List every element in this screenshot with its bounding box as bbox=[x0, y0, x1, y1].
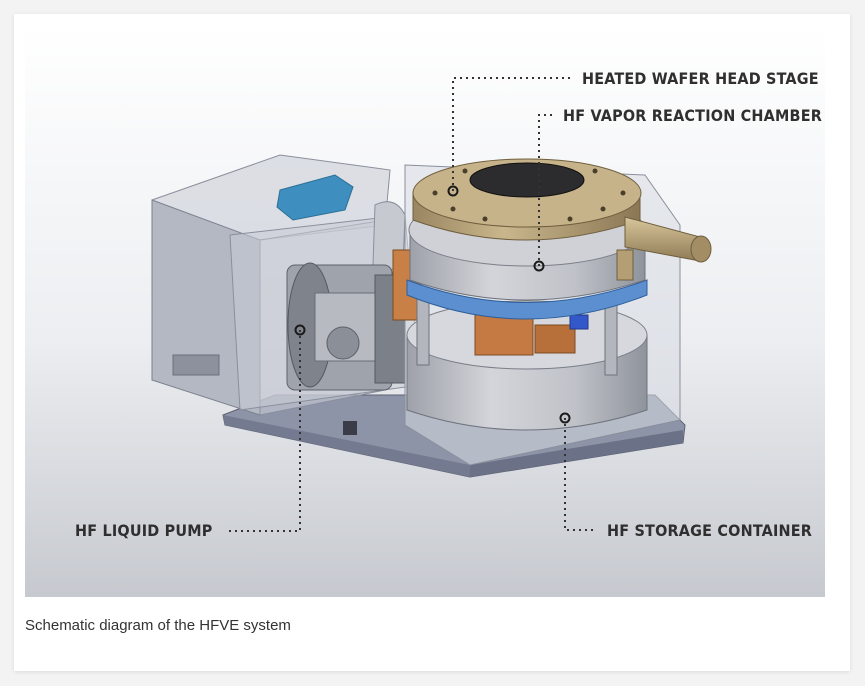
wafer-disc bbox=[469, 162, 585, 198]
leader-lines bbox=[225, 77, 597, 532]
hfve-schematic-figure: HEATED WAFER HEAD STAGE HF VAPOR REACTIO… bbox=[25, 25, 825, 597]
label-heated-wafer-head-stage: HEATED WAFER HEAD STAGE bbox=[582, 69, 819, 88]
callout-markers bbox=[294, 185, 571, 424]
hfve-schematic-svg: HEATED WAFER HEAD STAGE HF VAPOR REACTIO… bbox=[25, 25, 825, 597]
pump-motor-part bbox=[276, 174, 354, 221]
marker-hf-liquid-pump bbox=[294, 324, 306, 336]
switch-icon bbox=[343, 421, 357, 435]
marker-hf-vapor-reaction-chamber bbox=[533, 260, 545, 272]
label-hf-storage-container: HF STORAGE CONTAINER bbox=[607, 521, 812, 540]
leader-hf-vapor-reaction-chamber bbox=[538, 114, 555, 266]
leader-heated-wafer-head-stage bbox=[452, 77, 572, 191]
leader-hf-storage-container bbox=[564, 418, 597, 531]
pump-housing bbox=[229, 201, 421, 411]
label-hf-vapor-reaction-chamber: HF VAPOR REACTION CHAMBER bbox=[563, 106, 822, 125]
leader-hf-liquid-pump bbox=[225, 330, 301, 532]
marker-hf-storage-container bbox=[559, 412, 571, 424]
figure-caption: Schematic diagram of the HFVE system bbox=[25, 617, 291, 634]
label-hf-liquid-pump: HF LIQUID PUMP bbox=[75, 521, 213, 540]
heated-wafer-head bbox=[412, 158, 712, 281]
marker-heated-wafer-head-stage bbox=[447, 185, 459, 197]
blue-seal-ring bbox=[406, 279, 648, 320]
